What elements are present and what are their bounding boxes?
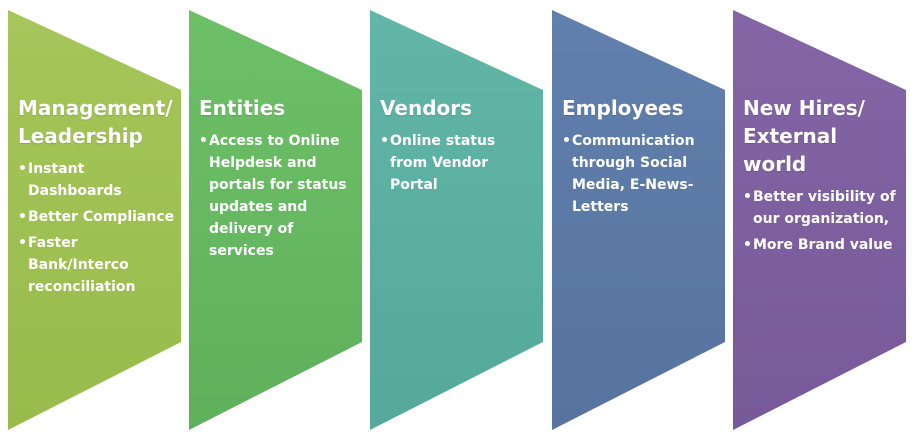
panel-entities: Entities Access to Online Helpdesk and p…: [189, 10, 362, 430]
bullet-list: Access to Online Helpdesk and portals fo…: [199, 130, 356, 262]
bullet-list: Online status from Vendor Portal: [380, 130, 537, 196]
panel-title: Vendors: [380, 96, 473, 120]
panel-management-leadership: Management/ Leadership Instant Dashboard…: [8, 10, 181, 430]
bullet-item: Instant Dashboards: [18, 158, 175, 202]
panel-title: New Hires/ External world: [743, 96, 865, 176]
bullet-item: Better visibility of our organization,: [743, 186, 900, 230]
bullet-item: Better Compliance: [18, 206, 175, 228]
bullet-item: Faster Bank/Interco reconciliation: [18, 232, 175, 298]
panel-title: Entities: [199, 96, 286, 120]
bullet-list: Instant Dashboards Better Compliance Fas…: [18, 158, 175, 298]
bullet-item: Access to Online Helpdesk and portals fo…: [199, 130, 356, 262]
panel-title: Management/ Leadership: [18, 96, 173, 148]
bullet-item: Online status from Vendor Portal: [380, 130, 537, 196]
bullet-list: Communication through Social Media, E-Ne…: [562, 130, 719, 218]
panel-employees: Employees Communication through Social M…: [552, 10, 725, 430]
bullet-list: Better visibility of our organization, M…: [743, 186, 900, 256]
bullet-item: Communication through Social Media, E-Ne…: [562, 130, 719, 218]
panel-vendors: Vendors Online status from Vendor Portal: [370, 10, 543, 430]
bullet-item: More Brand value: [743, 234, 900, 256]
panel-new-hires-external-world: New Hires/ External world Better visibil…: [733, 10, 906, 430]
panel-title: Employees: [562, 96, 684, 120]
